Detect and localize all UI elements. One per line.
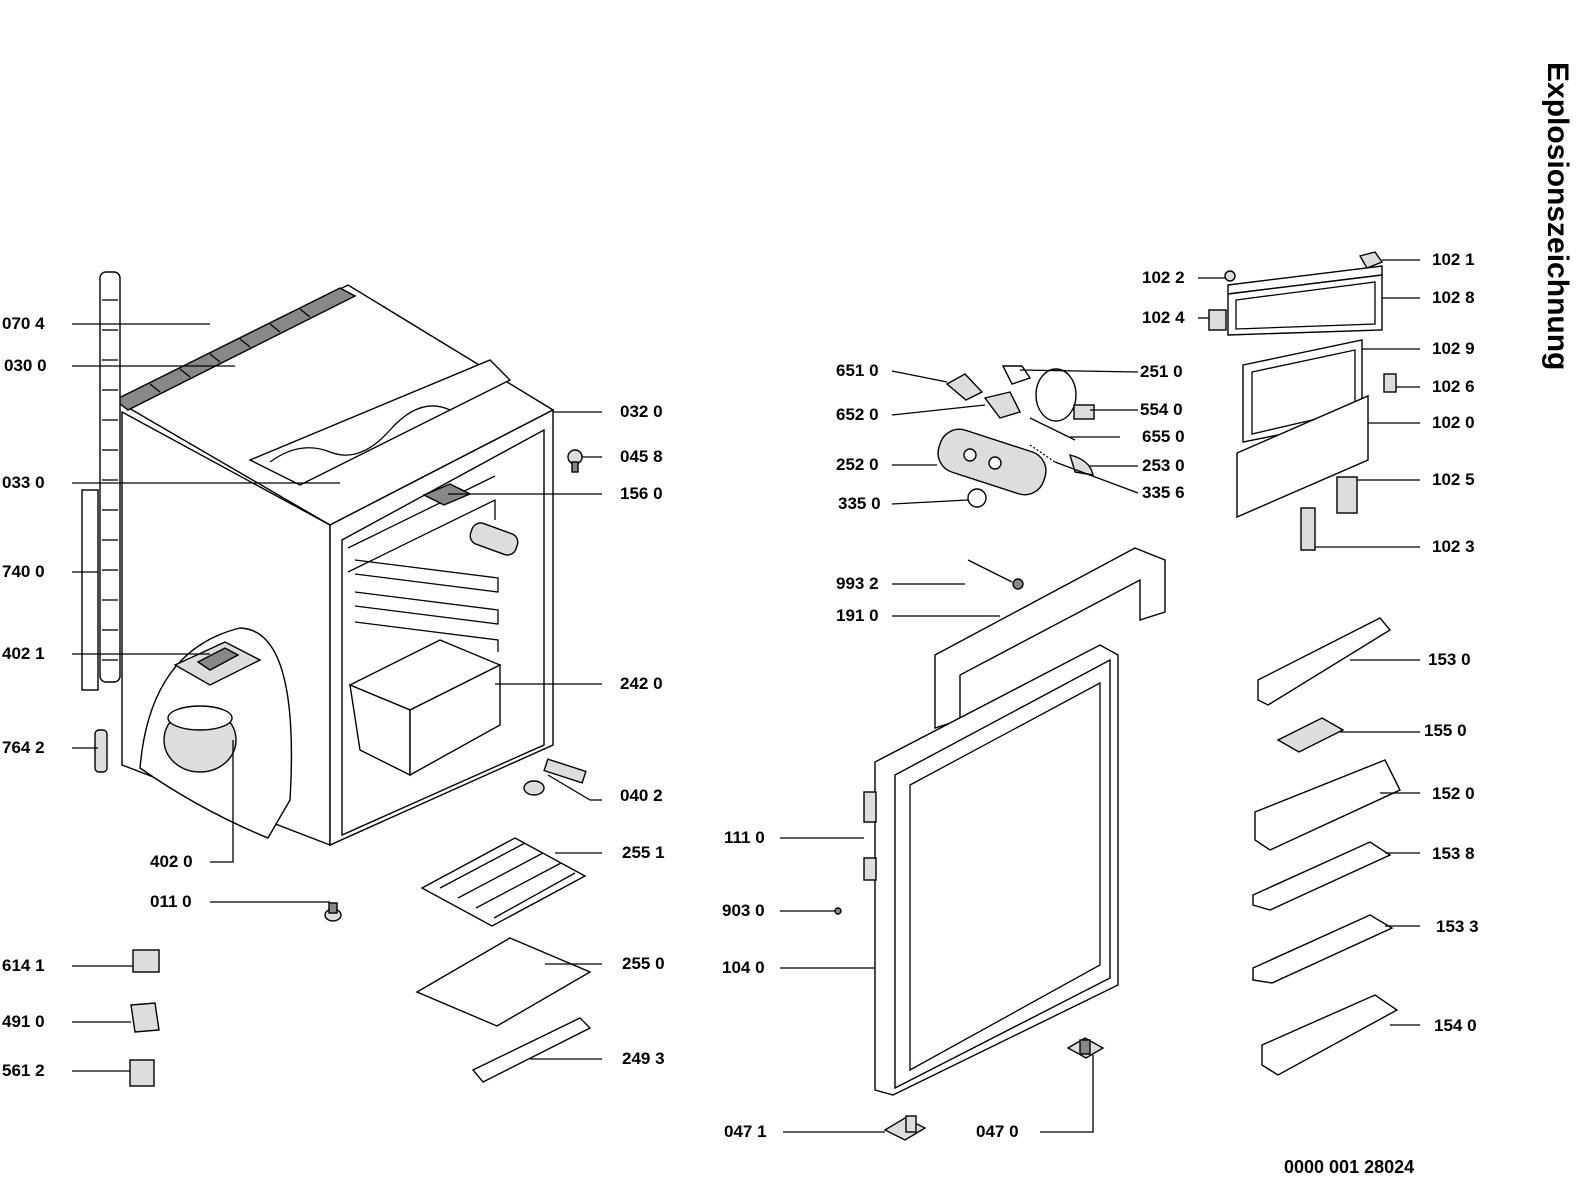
label-040-2: 040 2 [620, 786, 663, 805]
cabinet-body [81, 271, 587, 922]
part-652-0 [983, 391, 1021, 419]
label-102-0: 102 0 [1432, 413, 1475, 432]
shelf-153-0 [1257, 617, 1392, 706]
part-251-0 [1001, 365, 1032, 385]
control-parts [937, 365, 1095, 590]
glass-plate-255-0 [415, 937, 592, 1027]
label-102-8: 102 8 [1432, 288, 1475, 307]
label-402-0: 402 0 [150, 852, 193, 871]
part-491-0 [130, 1002, 160, 1033]
label-153-8: 153 8 [1432, 844, 1475, 863]
hinge-111-0-top [863, 791, 877, 823]
part-102-3 [1300, 507, 1316, 551]
label-255-0: 255 0 [622, 954, 665, 973]
label-155-0: 155 0 [1424, 721, 1467, 740]
label-614-1: 614 1 [2, 956, 45, 975]
top-grille [113, 287, 357, 411]
drawing-title: Explosionszeichnung [1541, 62, 1574, 371]
label-251-0: 251 0 [1140, 362, 1183, 381]
drawer-242 [348, 639, 502, 777]
label-255-1: 255 1 [622, 843, 665, 862]
top-cover-sheet [248, 359, 512, 486]
part-102-5 [1336, 476, 1358, 514]
part-102-6 [1383, 373, 1397, 393]
label-993-2: 993 2 [836, 574, 879, 593]
knob-335-0 [967, 488, 987, 508]
label-153-3: 153 3 [1436, 917, 1479, 936]
label-102-3: 102 3 [1432, 537, 1475, 556]
label-152-0: 152 0 [1432, 784, 1475, 803]
label-561-2: 561 2 [2, 1061, 45, 1080]
label-070-4: 070 4 [2, 314, 45, 333]
label-651-0: 651 0 [836, 361, 879, 380]
label-252-0: 252 0 [836, 455, 879, 474]
part-614-1 [132, 949, 160, 973]
label-047-1: 047 1 [724, 1122, 767, 1141]
egg-tray-155-0 [1276, 717, 1345, 753]
door-assembly [834, 547, 1166, 1141]
label-253-0: 253 0 [1142, 456, 1185, 475]
label-111-0: 111 0 [724, 828, 765, 847]
part-102-4 [1208, 309, 1227, 331]
part-102-1 [1358, 251, 1384, 269]
shelf-154-0 [1261, 994, 1399, 1076]
label-104-0: 104 0 [722, 958, 765, 977]
trim-249-3 [471, 1017, 592, 1083]
part-335-6 [1029, 444, 1056, 463]
shelf-152-0 [1254, 759, 1401, 851]
part-554-0 [1035, 368, 1077, 422]
label-102-2: 102 2 [1142, 268, 1185, 287]
label-102-4: 102 4 [1142, 308, 1185, 327]
label-740-0: 740 0 [2, 562, 45, 581]
freezer-door-parts [1208, 251, 1401, 1076]
label-652-0: 652 0 [836, 405, 879, 424]
label-011-0: 011 0 [150, 892, 192, 911]
label-102-9: 102 9 [1432, 339, 1475, 358]
label-153-0: 153 0 [1428, 650, 1471, 669]
label-335-0: 335 0 [838, 494, 881, 513]
label-764-2: 764 2 [2, 738, 45, 757]
label-249-3: 249 3 [622, 1049, 665, 1068]
label-903-0: 903 0 [722, 901, 765, 920]
label-102-1: 102 1 [1432, 250, 1475, 269]
label-102-6: 102 6 [1432, 377, 1475, 396]
part-655-0 [1029, 417, 1076, 441]
label-154-0: 154 0 [1434, 1016, 1477, 1035]
shelf-153-8 [1252, 841, 1392, 911]
label-655-0: 655 0 [1142, 427, 1185, 446]
shelf-153-3 [1252, 914, 1394, 984]
hinge-111-0-bottom [863, 857, 877, 881]
label-032-0: 032 0 [620, 402, 663, 421]
label-402-1: 402 1 [2, 644, 45, 663]
label-045-8: 045 8 [620, 447, 663, 466]
leader-lines [72, 259, 1420, 1133]
part-554-0-clip [1073, 404, 1095, 420]
part-651-0 [945, 373, 984, 401]
label-047-0: 047 0 [976, 1122, 1019, 1141]
document-number: 0000 001 28024 [1284, 1157, 1415, 1177]
filter-drier [94, 729, 108, 773]
label-554-0: 554 0 [1140, 400, 1183, 419]
label-156-0: 156 0 [620, 484, 663, 503]
hinge-047-1 [883, 1117, 927, 1141]
label-491-0: 491 0 [2, 1012, 45, 1031]
part-561-2 [129, 1059, 155, 1087]
label-335-6: 335 6 [1142, 483, 1185, 502]
label-191-0: 191 0 [836, 606, 879, 625]
label-242-0: 242 0 [620, 674, 663, 693]
glass-shelf-255-1 [420, 837, 587, 927]
cable-duct [81, 489, 99, 691]
label-030-0: 030 0 [4, 356, 47, 375]
label-102-5: 102 5 [1432, 470, 1475, 489]
label-033-0: 033 0 [2, 473, 45, 492]
frame-102-8 [1227, 274, 1383, 336]
part-102-2 [1224, 270, 1236, 282]
door-102-0 [1236, 394, 1369, 519]
